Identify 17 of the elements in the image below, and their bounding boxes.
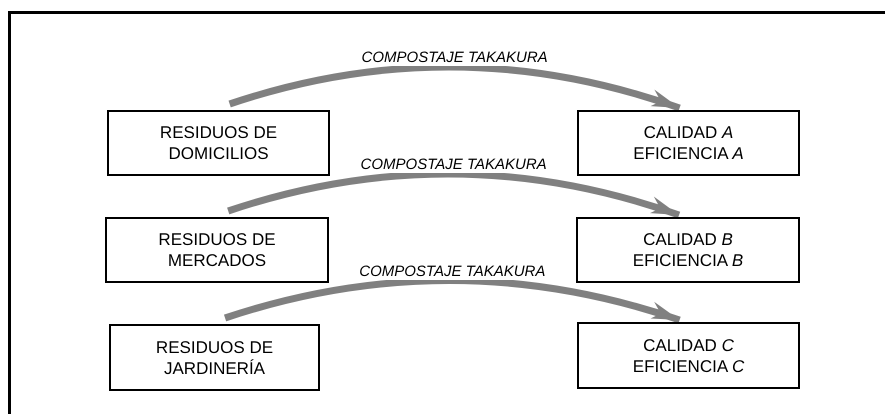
text-box [107,110,330,176]
text-box [577,322,800,389]
box-text: RESIDUOS DE JARDINERÍA [154,336,274,378]
text-box [105,217,329,283]
box-text: EFICIENCIA A [633,143,744,164]
box-text: CALIDAD A [644,122,734,143]
curved-arrow [228,64,681,112]
box-text: RESIDUOS DE MERCADOS [157,229,277,271]
box-text: EFICIENCIA C [632,356,744,376]
box-text: EFICIENCIA B [632,250,744,271]
box-text: RESIDUOS DE DOMICILIOS [158,122,278,164]
box-text: CALIDAD C [643,334,734,356]
text-box [577,110,800,176]
curved-arrow [227,170,680,218]
text-box [109,324,320,391]
box-text: CALIDAD B [643,229,733,250]
text-box [576,217,800,283]
